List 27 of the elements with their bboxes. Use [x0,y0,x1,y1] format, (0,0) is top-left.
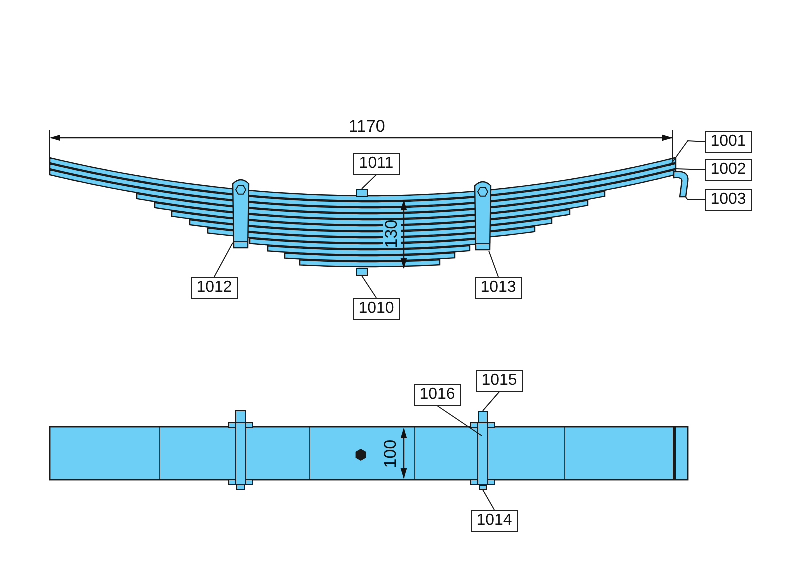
leader-line [437,406,482,436]
callout-number: 1001 [705,131,752,153]
dimension-label: 130 [383,220,401,248]
callout-number: 1016 [414,384,461,406]
bolt-end [356,268,368,276]
leader-line [362,174,377,190]
bolt-head [356,189,368,197]
callout-number: 1002 [705,159,752,181]
callout-number: 1010 [353,298,400,320]
dimension-label: 1170 [348,118,386,136]
leader-line [684,196,706,200]
callout-number: 1011 [353,153,400,175]
dimension-label: 100 [382,440,400,468]
leader-line [214,242,234,278]
bolt-end [479,485,487,490]
callout-number: 1003 [705,189,752,211]
leader-line [482,392,500,412]
leader-line [676,168,706,170]
leader-line [488,250,499,278]
leader-line [670,140,706,166]
callout-number: 1015 [476,370,523,392]
callout-number: 1014 [471,510,518,532]
nut [478,411,488,423]
leader-line [482,490,495,510]
callout-number: 1013 [475,277,522,299]
callout-number: 1012 [191,277,238,299]
leader-line [362,276,377,298]
